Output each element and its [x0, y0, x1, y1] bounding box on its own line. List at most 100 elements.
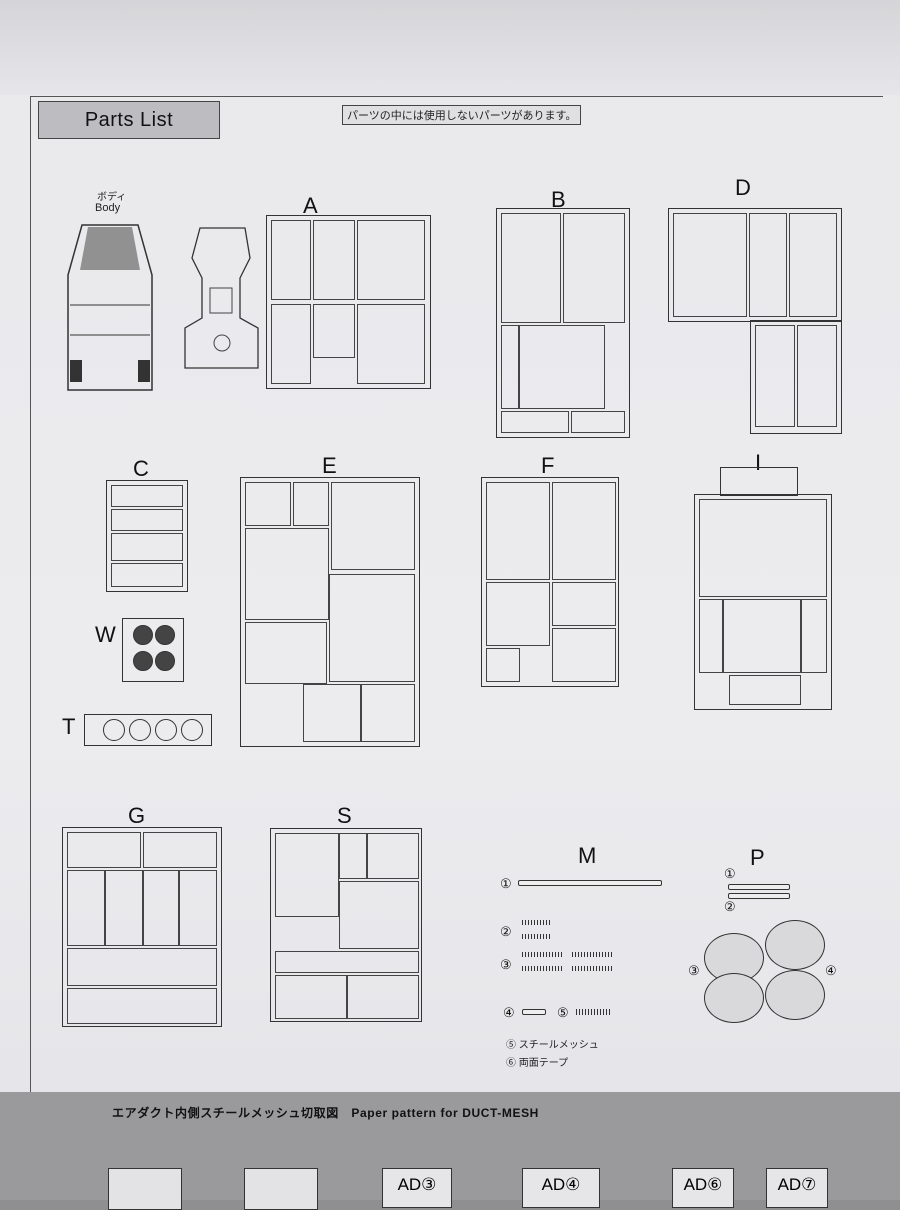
wheel-part [129, 719, 151, 741]
sprue-c [106, 480, 188, 592]
chassis-drawing [184, 227, 259, 369]
sprue-c-cell [111, 509, 183, 531]
sprue-w [122, 618, 184, 682]
wheel-part [155, 719, 177, 741]
sprue-a-cell [313, 304, 355, 358]
p-part-number: ③ [688, 963, 700, 978]
pattern-tab-ad6: AD⑥ [672, 1168, 734, 1208]
sprue-a-cell [357, 304, 425, 384]
parts-label-p: P [750, 845, 765, 870]
sprue-label-f: F [541, 453, 555, 478]
sprue-g-cell [179, 870, 217, 946]
sprue-s-cell [367, 833, 419, 879]
sprue-d-cell [749, 213, 787, 317]
tire-part [765, 970, 825, 1020]
sprue-d-cell [755, 325, 795, 427]
pattern-tab-ad4: AD④ [522, 1168, 600, 1208]
sprue-e-cell [331, 482, 415, 570]
sprue-label-c: C [133, 456, 149, 481]
p-shaft-part [728, 884, 790, 890]
sprue-c-cell [111, 485, 183, 507]
sprue-s-cell [275, 951, 419, 973]
sprue-s [270, 828, 422, 1022]
sprue-label-g: G [128, 803, 146, 828]
sprue-s-cell [275, 833, 339, 917]
m-rod-part [518, 880, 662, 886]
sprue-label-s: S [337, 803, 352, 828]
sprue-s-cell [275, 975, 347, 1019]
parts-label-m: M [578, 843, 597, 868]
sprue-i-cell [699, 499, 827, 597]
m-spring-part [522, 966, 562, 971]
steel-mesh-label: ⑤ スチールメッシュ [506, 1040, 599, 1051]
sprue-label-i: I [755, 450, 762, 475]
parts-list-title: Parts List [38, 101, 220, 139]
sprue-d-cell [673, 213, 747, 317]
p-part-number: ① [724, 866, 736, 881]
m-part-number: ④ [503, 1005, 515, 1020]
m-spring-part [572, 966, 612, 971]
sprue-label-e: E [322, 453, 337, 478]
sprue-f-cell [486, 582, 550, 646]
body-shell-drawing [67, 224, 153, 391]
wheel-part [155, 651, 175, 671]
sprue-label-b: B [551, 187, 566, 212]
sprue-g-cell [67, 870, 105, 946]
sprue-f-cell [552, 628, 616, 682]
m-part-number: ① [500, 876, 512, 891]
sprue-i-cell [723, 599, 801, 673]
m-mesh-part [576, 1009, 612, 1015]
sprue-i [694, 494, 832, 710]
wheel-part [155, 625, 175, 645]
m-spring-part [572, 952, 612, 957]
sprue-a-cell [271, 220, 311, 300]
sprue-b-cell [519, 325, 605, 409]
unused-parts-notice: パーツの中には使用しないパーツがあります。 [342, 105, 582, 125]
sprue-b-cell [501, 325, 519, 409]
sprue-g [62, 827, 222, 1027]
tire-part [765, 920, 825, 970]
sprue-a-cell [271, 304, 311, 384]
sprue-d-cell [797, 325, 837, 427]
sprue-i-cell [699, 599, 723, 673]
pattern-tab-ad7: AD⑦ [766, 1168, 828, 1208]
sprue-t [84, 714, 212, 746]
double-sided-tape-label: ⑥ 両面テープ [506, 1058, 569, 1069]
sprue-label-d: D [735, 175, 751, 200]
sprue-i-top [720, 467, 798, 496]
page-frame [30, 96, 883, 1092]
sprue-c-cell [111, 533, 183, 561]
body-label-en: Body [95, 202, 121, 214]
m-part-number: ⑤ [557, 1005, 569, 1020]
sprue-g-cell [105, 870, 143, 946]
sprue-f-cell [552, 482, 616, 580]
sprue-b-cell [501, 213, 561, 323]
body-label-jp: ボディ [97, 192, 127, 203]
sprue-label-t: T [62, 714, 76, 739]
m-screw-part [522, 1009, 546, 1015]
sprue-f [481, 477, 619, 687]
sprue-e-cell [361, 684, 415, 742]
sheet-shadow [0, 0, 900, 95]
sprue-g-cell [67, 832, 141, 868]
sprue-f-cell [486, 482, 550, 580]
sprue-g-cell [143, 832, 217, 868]
tire-part [704, 973, 764, 1023]
m-part-number: ③ [500, 957, 512, 972]
sprue-g-cell [67, 988, 217, 1024]
sprue-label-a: A [303, 193, 318, 218]
m-spring-part [522, 952, 562, 957]
sprue-e-cell [293, 482, 329, 526]
sprue-f-cell [486, 648, 520, 682]
p-part-number: ② [724, 899, 736, 914]
sprue-e-cell [303, 684, 361, 742]
m-spring-part [522, 934, 550, 939]
wheel-part [133, 651, 153, 671]
sprue-b [496, 208, 630, 438]
sprue-d-top [668, 208, 842, 322]
pattern-tab-ad3: AD③ [382, 1168, 452, 1208]
sprue-e-cell [245, 482, 291, 526]
p-shaft-part [728, 893, 790, 899]
sprue-b-cell [571, 411, 625, 433]
sprue-a-cell [357, 220, 425, 300]
